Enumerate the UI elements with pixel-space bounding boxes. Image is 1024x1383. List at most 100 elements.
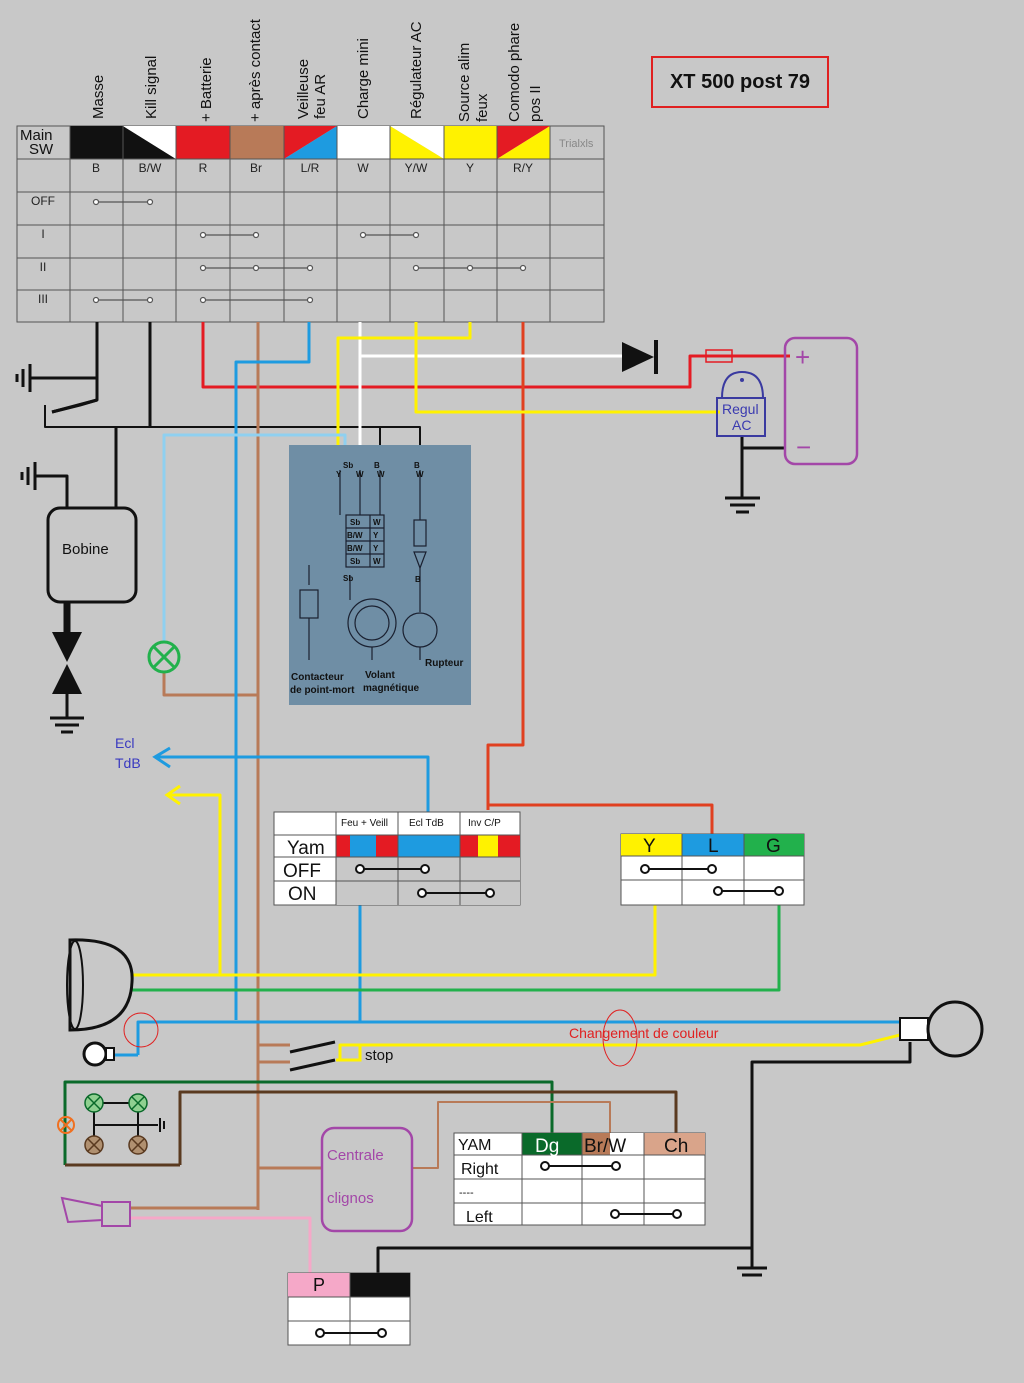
switch-position: III [38,292,48,306]
stator-top-label: Y [336,470,342,479]
column-header: pos II [527,85,544,122]
turn-switch-row-label: Right [461,1161,499,1178]
stator-schematic: Sb W B W B W Y Sb W B/W Y B/W Y Sb W Sb … [289,445,471,705]
main-switch-watermark: Trialxls [559,138,594,150]
flasher-label: Centrale [327,1147,384,1164]
dimmer-header: L [708,836,719,857]
stator-sb-label: Sb [343,574,353,583]
color-change-marker [123,1012,159,1048]
breaker-label: Rupteur [425,658,463,669]
ground-icon [50,716,84,734]
dimmer-header: G [766,836,781,857]
regulator-label: Regul [722,401,759,417]
parking-bulb-icon [82,1041,115,1067]
wire-code: R/Y [513,161,533,175]
wire-code: Y/W [405,161,428,175]
stop-label: stop [365,1047,393,1064]
turn-switch-row-label: ---- [459,1187,474,1199]
switch-position: OFF [31,194,55,208]
wire-code: Br [250,161,262,175]
color-change-marker [602,1009,638,1067]
light-switch-header: Inv C/P [468,818,501,829]
ground-icon [737,1266,767,1277]
wire-lightblue-neutral [162,433,347,642]
stator-top-label: B [414,461,420,470]
light-switch-table [273,811,521,906]
turn-switch-header: Dg [535,1136,559,1157]
tail-light-icon [899,1000,984,1058]
stator-block-label: Sb [350,557,360,566]
column-header: + Batterie [198,57,215,122]
main-switch-label: SW [29,141,54,158]
regulator-label: AC [732,417,751,433]
diagram-title: XT 500 post 79 [651,56,829,108]
wire-black-masse [51,322,99,414]
light-switch-header: Feu + Veill [341,818,388,829]
column-header: Comodo phare [506,23,523,122]
stator-block-label: Y [373,544,379,553]
color-change-label: Changement de couleur [569,1025,719,1041]
stator-top-label: W [416,470,424,479]
column-header: feux [474,93,491,122]
column-header: Kill signal [143,56,160,119]
neutral-switch-label: Contacteur [291,672,344,683]
column-header: feu AR [312,74,329,119]
stop-switch-icon [289,1040,362,1072]
turn-switch-header: Br/W [584,1136,626,1157]
headlight-icon [66,938,134,1032]
stator-block-label: Y [373,531,379,540]
turn-switch-row-label: Left [466,1209,493,1226]
ground-icon [725,496,760,514]
wire-code: W [357,161,369,175]
battery-plus: + [795,342,810,372]
ecl-label: Ecl [115,735,134,751]
switch-position: I [41,227,44,241]
switch-position: II [40,260,47,274]
wire-blue-feuAR [234,322,311,1020]
stator-top-label: W [356,470,364,479]
column-header: + après contact [247,18,264,122]
wire-yellow-white [414,322,720,414]
stator-block-label: B/W [347,544,363,553]
neutral-lamp-icon [147,640,181,674]
ignition-coil [46,506,138,718]
column-header: Veilleuse [295,59,312,119]
wire-code: Y [466,161,474,175]
stator-block-label: B/W [347,531,363,540]
wire-code: R [199,161,208,175]
wire-code: B/W [139,161,162,175]
ground-icon [20,462,37,490]
light-switch-row-label: Yam [287,838,325,859]
regulator [716,370,766,437]
flywheel-label: Volant [365,670,395,681]
column-header: Régulateur AC [408,21,425,119]
wire-black-harness [44,405,421,445]
horn-switch-table [287,1272,411,1346]
stator-top-label: B [374,461,380,470]
wire-red-battery [201,322,790,389]
kill-switch-contact [51,398,98,414]
stator-top-label: W [377,470,385,479]
turn-switch-header: Ch [664,1136,688,1157]
ecl-label: TdB [115,755,141,771]
column-header: Masse [90,75,107,119]
light-switch-row-label: ON [288,884,317,905]
column-header: Charge mini [355,38,372,119]
stator-b-label: B [415,575,421,584]
main-switch-table [16,125,605,323]
wire-yellow-source [336,322,472,445]
horn-switch-header: P [313,1275,325,1295]
horn-icon [60,1196,131,1227]
light-switch-header: Ecl TdB [409,818,444,829]
column-header: Source alim [456,43,473,122]
ground-icon [15,364,32,392]
stator-block-label: W [373,557,381,566]
dimmer-header: Y [643,836,656,857]
dimmer-switch-table [620,833,805,906]
flasher-label: clignos [327,1190,374,1207]
stator-top-label: Sb [343,461,353,470]
coil-label: Bobine [62,541,109,558]
stator-block-label: W [373,518,381,527]
wire-red-yellow [486,322,525,810]
